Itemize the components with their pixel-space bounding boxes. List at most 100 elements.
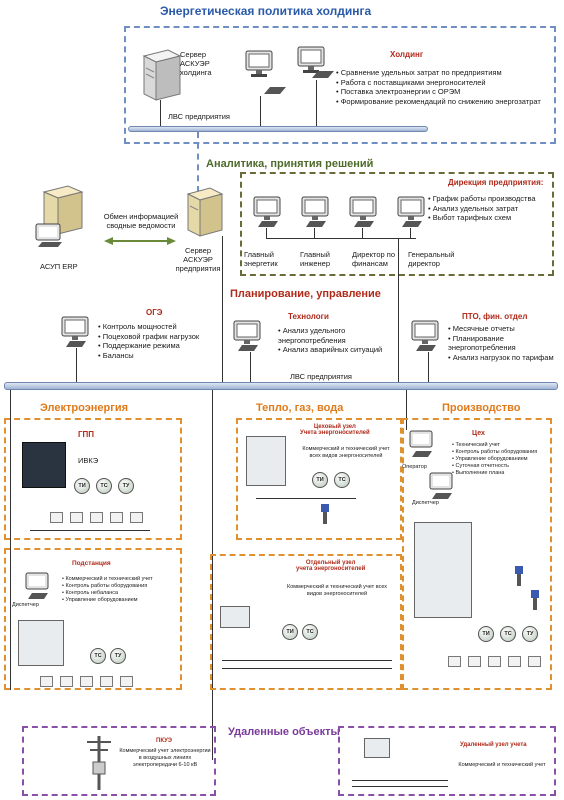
shop-node-box bbox=[236, 418, 402, 540]
flow-meter-icon bbox=[531, 590, 539, 610]
meter-tu: ТУ bbox=[522, 626, 538, 642]
workstation-icon bbox=[409, 430, 433, 457]
workstation-icon bbox=[245, 50, 273, 77]
direction-list: График работы производства Анализ удельн… bbox=[428, 194, 556, 223]
meter-ts: ТС bbox=[334, 472, 350, 488]
holding-server-icon bbox=[142, 49, 182, 101]
separate-node-box bbox=[210, 554, 402, 690]
list-item: Поддержание режима bbox=[98, 341, 218, 351]
production-dispatcher-label: Диспетчер bbox=[412, 500, 439, 506]
list-item: Суточная отчетность bbox=[452, 463, 552, 470]
remote-node-heading: Удаленный узел учета bbox=[460, 742, 527, 748]
workstation-icon bbox=[397, 196, 425, 227]
meter-ts: ТС bbox=[90, 648, 106, 664]
list-item: Выбот тарифных схем bbox=[428, 213, 556, 223]
list-item: Коммерческий и технический учет bbox=[62, 576, 178, 583]
ivke-cabinet bbox=[22, 442, 66, 488]
workstation-icon bbox=[233, 320, 261, 351]
flow-meter-icon bbox=[321, 504, 329, 524]
holding-lan-bus bbox=[128, 126, 428, 132]
workstation-icon bbox=[25, 572, 49, 599]
enterprise-server-icon bbox=[186, 187, 224, 237]
workstation-icon bbox=[297, 46, 325, 73]
meter-ts: ТС bbox=[96, 478, 112, 494]
erp-server-icon bbox=[35, 185, 84, 247]
list-item: Месячные отчеты bbox=[448, 324, 560, 334]
shop-node-text: Коммерческий и технический учет всех вид… bbox=[302, 446, 390, 459]
production-box bbox=[402, 418, 552, 690]
substation-dispatcher-label: Диспетчер bbox=[12, 602, 39, 608]
page-title: Энергетическая политика холдинга bbox=[160, 4, 372, 18]
holding-box bbox=[124, 26, 556, 144]
remote-node-cabinet bbox=[364, 738, 390, 758]
list-item: Анализ аварийных ситуаций bbox=[278, 345, 396, 355]
ivke-label: ИВКЭ bbox=[78, 456, 99, 465]
list-item: Контроль мощностей bbox=[98, 322, 218, 332]
substation-box bbox=[4, 548, 182, 690]
technologists-heading: Технологи bbox=[288, 312, 329, 321]
gpp-box bbox=[4, 418, 182, 540]
power-pole-icon bbox=[87, 736, 111, 790]
meter-ts: ТС bbox=[302, 624, 318, 640]
pkue-box bbox=[22, 726, 216, 796]
meter-tu: ТУ bbox=[118, 478, 134, 494]
pkue-text: Коммерческий учет электроэнергии в возду… bbox=[119, 748, 211, 768]
operator-label: Оператор bbox=[402, 464, 427, 470]
meter-ti: ТИ bbox=[74, 478, 90, 494]
remote-node-text: Коммерческий и технический учет bbox=[458, 762, 546, 768]
meter-tu: ТУ bbox=[110, 648, 126, 664]
electricity-heading: Электроэнергия bbox=[40, 402, 129, 414]
flow-meter-icon bbox=[515, 566, 523, 586]
enterprise-lan-label: ЛВС предприятия bbox=[290, 372, 352, 381]
separate-node-text: Коммерческий и технический учет всех вид… bbox=[286, 584, 388, 597]
list-item: Сравнение удельных затрат по предприятия… bbox=[336, 68, 552, 78]
direction-box bbox=[240, 172, 554, 276]
meter-ti: ТИ bbox=[312, 472, 328, 488]
heat-heading: Тепло, газ, вода bbox=[256, 402, 344, 414]
erp-label: АСУП ERP bbox=[40, 262, 78, 271]
list-item: Поцеховой график нагрузок bbox=[98, 332, 218, 342]
workstation-icon bbox=[61, 316, 89, 347]
holding-heading: Холдинг bbox=[390, 50, 424, 59]
list-item: Поставка электроэнергии с ОРЭМ bbox=[336, 87, 552, 97]
production-cabinet bbox=[414, 522, 472, 618]
direction-heading: Дирекция предприятия: bbox=[448, 178, 544, 187]
substation-list: Коммерческий и технический учет Контроль… bbox=[62, 576, 178, 604]
list-item: Анализ удельных затрат bbox=[428, 204, 556, 214]
oge-list: Контроль мощностей Поцеховой график нагр… bbox=[98, 322, 218, 360]
list-item: Контроль работы оборудования bbox=[452, 449, 552, 456]
analytics-heading: Аналитика, принятия решений bbox=[206, 158, 374, 170]
list-item: Выполнение плана bbox=[452, 470, 552, 477]
production-heading: Производство bbox=[442, 402, 521, 414]
remote-heading: Удаленные объекты bbox=[228, 726, 340, 738]
substation-heading: Подстанция bbox=[72, 560, 111, 567]
list-item: Контроль небаланса bbox=[62, 590, 178, 597]
enterprise-lan-bus bbox=[4, 382, 558, 390]
list-item: Работа с поставщиками энергоносителей bbox=[336, 78, 552, 88]
workstation-icon bbox=[349, 196, 377, 227]
list-item: Контроль работы оборудования bbox=[62, 583, 178, 590]
meter-ti: ТИ bbox=[478, 626, 494, 642]
substation-cabinet bbox=[18, 620, 64, 666]
meter-ts: ТС bbox=[500, 626, 516, 642]
holding-server-label: Сервер АСКУЭР холдинга bbox=[180, 50, 212, 77]
gpp-heading: ГПП bbox=[78, 430, 95, 439]
keyboard-icon bbox=[264, 87, 286, 94]
workstation-icon bbox=[301, 196, 329, 227]
pkue-heading: ПКУЭ bbox=[156, 738, 173, 744]
shop-node-cabinet bbox=[246, 436, 286, 486]
list-item: Управление оборудованием bbox=[452, 456, 552, 463]
workstation-icon bbox=[253, 196, 281, 227]
oge-heading: ОГЭ bbox=[146, 308, 163, 317]
list-item: Управление оборудованием bbox=[62, 597, 178, 604]
list-item: Анализ нагрузок по тарифам bbox=[448, 353, 560, 363]
pto-heading: ПТО, фин. отдел bbox=[462, 312, 528, 321]
list-item: Балансы bbox=[98, 351, 218, 361]
